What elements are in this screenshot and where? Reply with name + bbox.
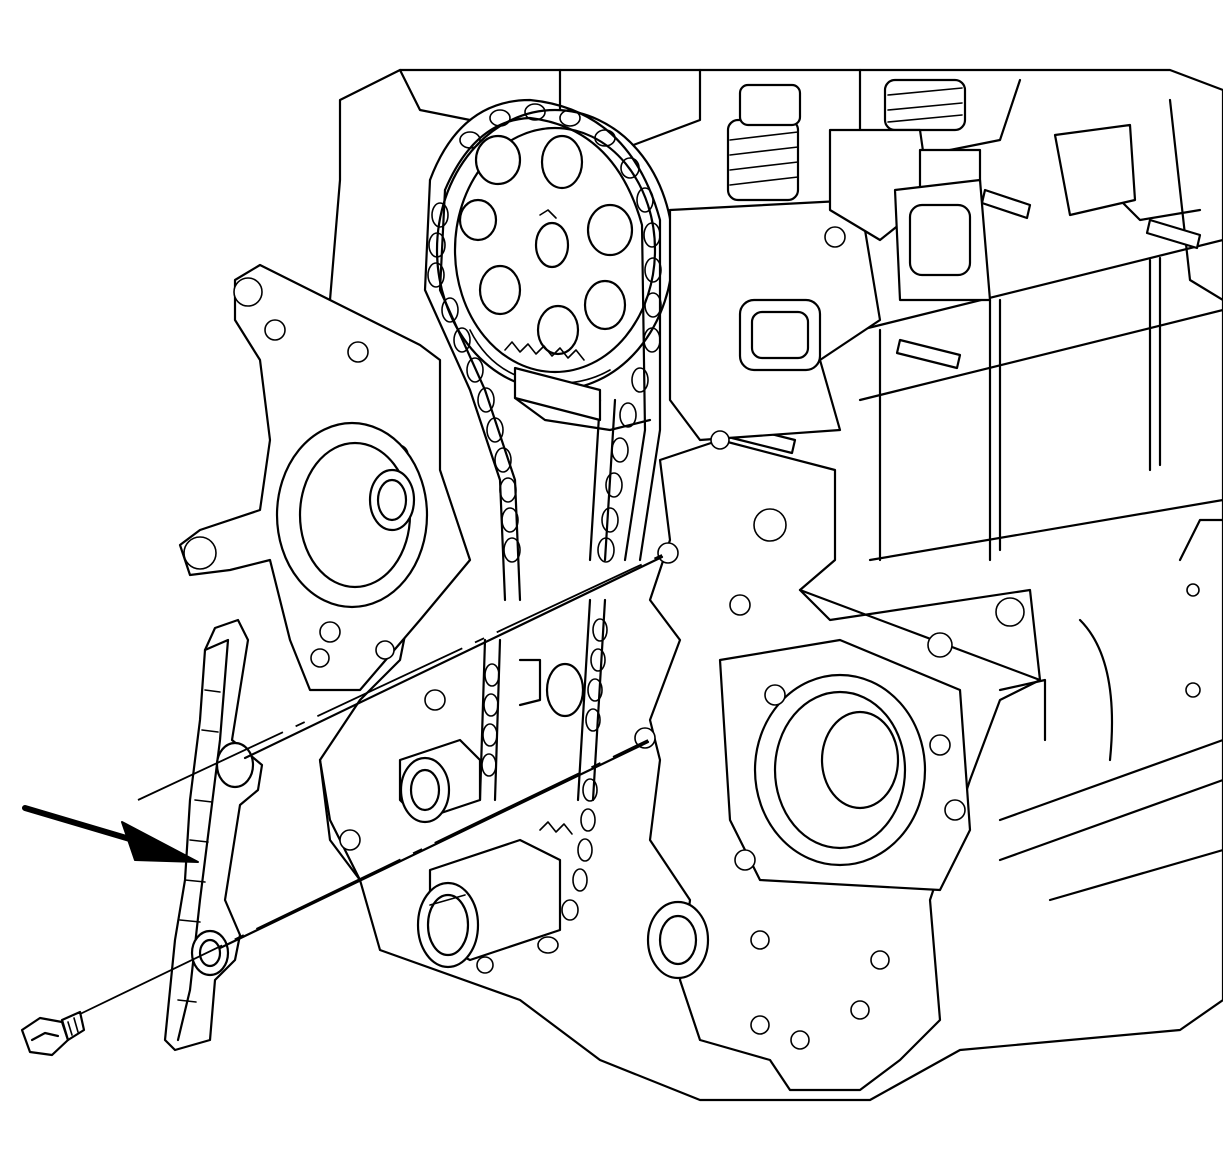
timing-cover-flange xyxy=(178,263,472,692)
head-bosses xyxy=(668,123,1137,450)
valve-spring-right xyxy=(883,78,967,132)
timing-chain-guide xyxy=(163,618,264,1052)
block-front-face xyxy=(634,438,1047,1092)
guide-bolt xyxy=(20,1010,86,1057)
idler-hub xyxy=(318,640,585,974)
timing-chain-upper xyxy=(423,98,662,602)
valve-spring-left xyxy=(726,83,802,202)
crankshaft-sprocket xyxy=(416,838,562,969)
alignment-lines xyxy=(77,554,664,1016)
chain-tensioner-shoe xyxy=(513,366,652,432)
camshaft-sprocket xyxy=(435,108,675,392)
callout-arrow xyxy=(22,805,199,863)
